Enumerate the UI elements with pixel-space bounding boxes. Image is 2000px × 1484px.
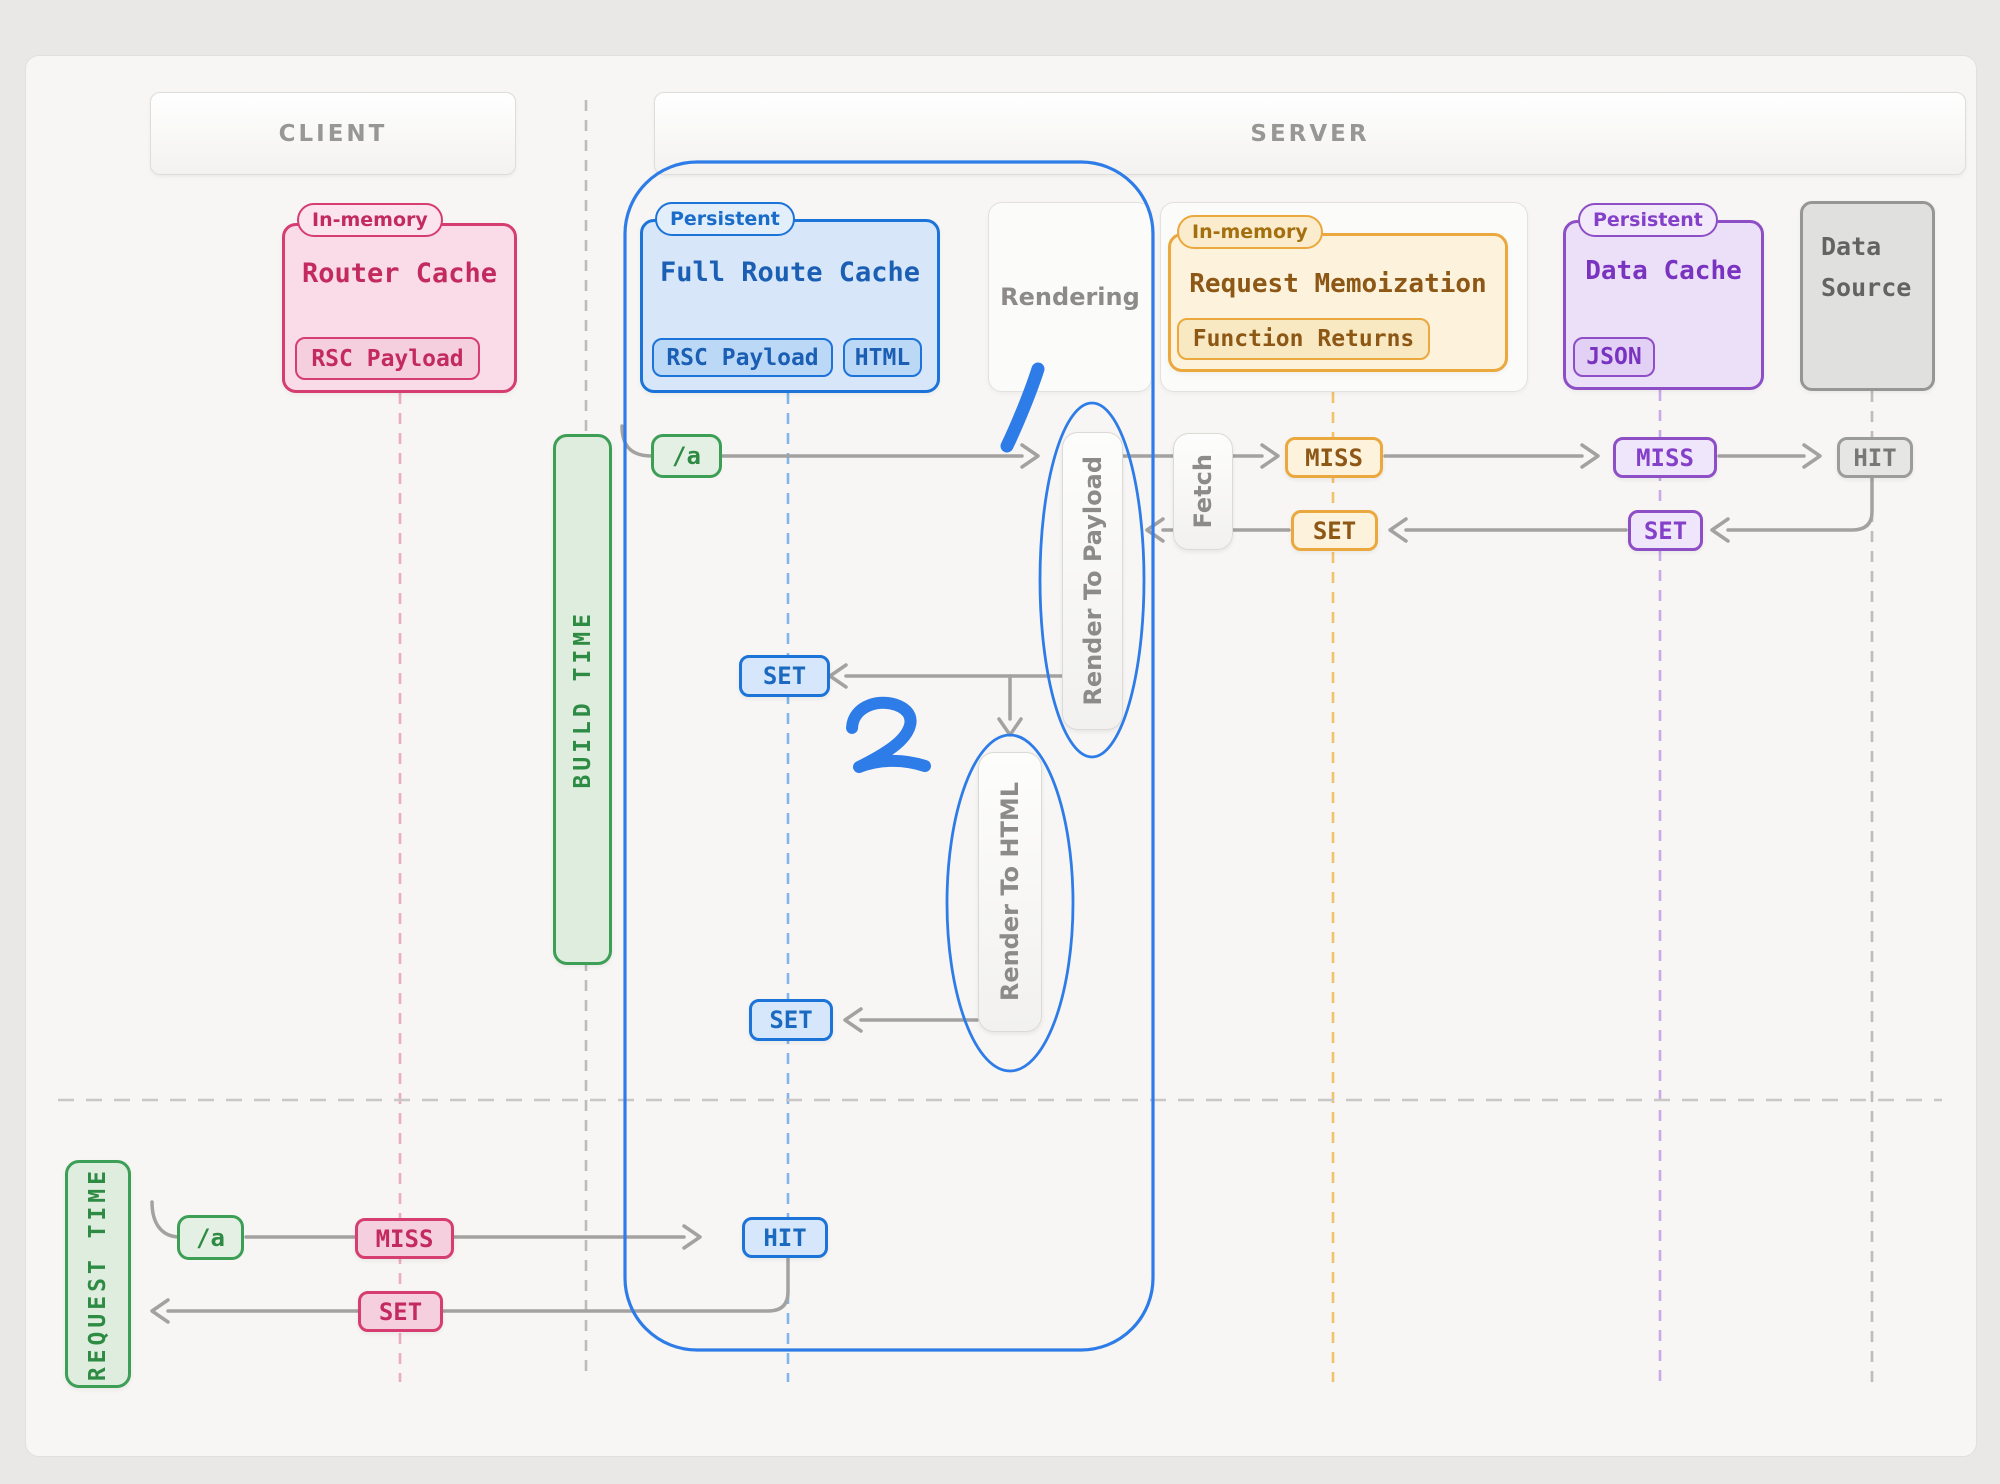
- fetch-label: Fetch: [1189, 454, 1217, 529]
- build-route-chip: /a: [651, 434, 722, 478]
- fetch-pill: Fetch: [1173, 433, 1233, 550]
- memo-set-chip: SET: [1291, 510, 1378, 551]
- data-cache-miss-chip: MISS: [1613, 437, 1717, 478]
- rendering-panel: Rendering: [988, 202, 1152, 392]
- data-source-hit-chip: HIT: [1837, 437, 1913, 478]
- full-route-hit-chip: HIT: [742, 1217, 828, 1258]
- build-time-bar: BUILD TIME: [553, 434, 612, 965]
- router-cache-rsc-payload-chip: RSC Payload: [295, 337, 480, 380]
- request-route-chip: /a: [177, 1215, 244, 1260]
- router-cache-title: Router Cache: [301, 258, 498, 289]
- render-to-payload-pill: Render To Payload: [1062, 432, 1123, 730]
- full-route-cache-tag: Persistent: [655, 202, 795, 236]
- client-header-label: CLIENT: [278, 120, 388, 147]
- data-source-box: Data Source: [1800, 201, 1935, 391]
- build-time-label: BUILD TIME: [569, 610, 596, 789]
- full-route-set-payload-chip: SET: [739, 655, 830, 697]
- function-returns-chip: Function Returns: [1177, 318, 1430, 360]
- data-source-line2: Source: [1821, 273, 1912, 302]
- data-cache-json-chip: JSON: [1573, 337, 1655, 377]
- data-cache-set-chip: SET: [1628, 510, 1703, 551]
- full-route-cache-rsc-payload-chip: RSC Payload: [652, 338, 833, 377]
- memo-miss-chip: MISS: [1285, 437, 1383, 478]
- router-miss-chip: MISS: [355, 1218, 454, 1259]
- router-cache-tag: In-memory: [297, 203, 443, 237]
- full-route-cache-title: Full Route Cache: [659, 257, 921, 288]
- request-time-label: REQUEST TIME: [85, 1166, 111, 1382]
- data-cache-title: Data Cache: [1585, 256, 1742, 286]
- render-to-html-pill: Render To HTML: [978, 752, 1042, 1032]
- request-time-bar: REQUEST TIME: [65, 1160, 131, 1388]
- render-to-html-label: Render To HTML: [996, 782, 1024, 1002]
- server-header: SERVER: [654, 92, 1966, 175]
- request-memoization-title: Request Memoization: [1189, 269, 1487, 299]
- data-cache-tag: Persistent: [1578, 203, 1718, 237]
- full-route-cache-html-chip: HTML: [843, 338, 922, 377]
- server-header-label: SERVER: [1250, 120, 1370, 147]
- data-source-line1: Data: [1821, 232, 1882, 261]
- full-route-set-html-chip: SET: [749, 999, 833, 1041]
- rendering-label: Rendering: [1000, 283, 1140, 311]
- render-to-payload-label: Render To Payload: [1078, 456, 1107, 706]
- router-set-chip: SET: [358, 1291, 443, 1332]
- request-memoization-tag: In-memory: [1177, 215, 1323, 249]
- client-header: CLIENT: [150, 92, 516, 175]
